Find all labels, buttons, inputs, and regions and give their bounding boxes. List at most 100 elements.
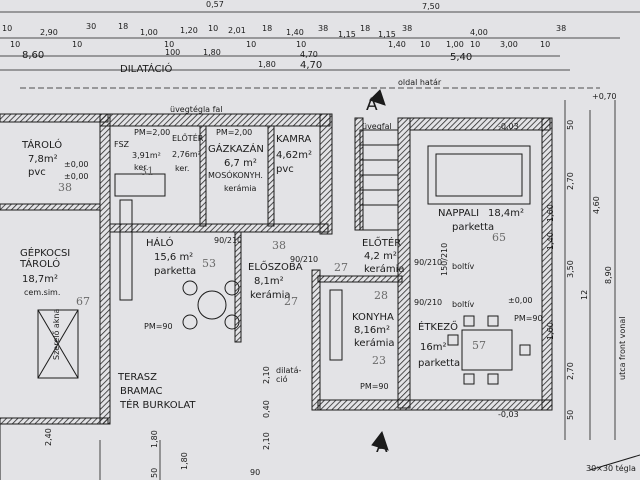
- dim-r2-1: 30: [86, 22, 97, 31]
- room-gazkazan-dim: PM=2,00: [216, 128, 253, 137]
- dim-r3-12: 10: [470, 40, 481, 49]
- level-mark-2: -0,03: [498, 410, 519, 419]
- dim-r2-0: 10: [2, 24, 13, 33]
- room-eloter-r-area: 4,2 m²: [364, 251, 397, 262]
- dim-r3-10: 10: [420, 40, 431, 49]
- door-tag-3: 150/210: [440, 242, 449, 276]
- level-mark-1: -0,03: [498, 122, 519, 131]
- room-kamra-floor: pvc: [276, 164, 294, 175]
- room-gazkazan-sub: MOSÓKONYH.: [208, 171, 263, 180]
- szerelo-akna-label: Szerelő akna: [52, 308, 61, 360]
- dim-r4-0: 8,60: [22, 50, 45, 61]
- tegla-label: 30×30 tégla: [586, 464, 636, 473]
- room-eloter-r-floor: kerámia: [364, 264, 405, 275]
- room-terasz-sub1: BRAMAC: [120, 386, 163, 397]
- dim-right-2: 4,60: [592, 196, 601, 214]
- dim-right-10: 12: [580, 289, 589, 300]
- room-eloszoba-area: 8,1m²: [254, 276, 284, 287]
- room-gazkazan-area: 6,7 m²: [224, 158, 257, 169]
- dim-r4-1: 100: [165, 48, 181, 57]
- dim-right-6: 50: [566, 409, 575, 420]
- room-etkezo-name: ÉTKEZŐ: [418, 322, 459, 333]
- pencil-mark-1: 38: [272, 239, 286, 252]
- dim-bottom-1: 1,80: [150, 430, 159, 448]
- room-nappali-area: 18,4m²: [488, 208, 525, 219]
- room-fsz-area: 3,91m²: [132, 151, 161, 160]
- room-terasz-sub2: TÉR BURKOLAT: [120, 400, 196, 411]
- dim-right-3: 3,50: [566, 260, 575, 278]
- dim-r4-3: 4,70: [300, 60, 323, 71]
- level-mark-5: +0,70: [592, 92, 617, 101]
- dilatacio-label: DILATÁCIÓ: [120, 64, 173, 75]
- dim-top-750: 7,50: [422, 2, 440, 11]
- dim-bottom-0: 2,40: [44, 428, 53, 446]
- room-eloter-l-area: 2,76m²: [172, 150, 201, 159]
- pencil-mark-0: 38: [58, 181, 72, 194]
- room-kamra-area: 4,62m²: [276, 150, 313, 161]
- uvegtegla-label: üvegtégla fal: [170, 105, 223, 114]
- room-fsz-dim: PM=2,00: [134, 128, 171, 137]
- dim-r2-5: 2,01: [228, 26, 246, 35]
- room-eloter-l-floor: ker.: [175, 164, 190, 173]
- dim-r3-2: 10: [72, 40, 83, 49]
- room-tarolo-area: 7,8m²: [28, 154, 58, 165]
- dim-r2-11: 1,15: [378, 30, 396, 39]
- level-mark-3: ±0,00: [508, 296, 533, 305]
- furniture: [0, 89, 640, 480]
- room-eloter-l-name: ELŐTÉR: [172, 134, 204, 143]
- pencil-mark-7: 57: [472, 339, 486, 352]
- dim-right-9: 1,60: [546, 322, 555, 340]
- dim-r2-14: 38: [556, 24, 567, 33]
- room-tarolo-floor: pvc: [28, 167, 46, 178]
- dim-right-5: 2,70: [566, 362, 575, 380]
- pencil-mark-6: 67: [76, 295, 90, 308]
- dim-bottom-3: 2,10: [262, 366, 271, 384]
- door-tag-4: 90/210: [414, 298, 443, 307]
- door-tag-2: 90/210: [414, 258, 443, 267]
- pencil-mark-8: 28: [374, 289, 388, 302]
- room-gazkazan-name: GÁZKAZÁN: [208, 144, 264, 155]
- door-tag-1: 90/210: [290, 255, 319, 264]
- room-etkezo-floor: parketta: [418, 358, 461, 369]
- pencil-mark-5: 27: [284, 295, 298, 308]
- dim-bottom-5: 2,10: [262, 432, 271, 450]
- boltiv-label-2: boltív: [452, 300, 475, 309]
- room-halo-area: 15,6 m²: [154, 252, 194, 263]
- dim-top-057: 0,57: [206, 0, 224, 9]
- room-gazkazan-floor: kerámia: [224, 184, 257, 193]
- room-konyha-floor: kerámia: [354, 338, 395, 349]
- dim-r2-13: 4,00: [470, 28, 488, 37]
- dim-r2-2: 18: [118, 22, 129, 31]
- dimension-lines: [0, 11, 640, 480]
- room-halo-name: HÁLÓ: [146, 238, 174, 249]
- dim-r3-6: 10: [246, 40, 257, 49]
- room-fsz-name: FSZ: [114, 140, 130, 149]
- room-tarolo-level: ±0,00: [64, 160, 89, 169]
- pencil-mark-2: 31: [140, 165, 154, 178]
- room-konyha-name: KONYHA: [352, 312, 394, 323]
- room-etkezo-pm: PM=90: [514, 314, 543, 323]
- dim-r3-3: 1,00: [140, 28, 158, 37]
- pencil-mark-4: 53: [202, 257, 216, 270]
- room-eloszoba-name: ELŐSZOBA: [248, 262, 303, 273]
- walls: [0, 113, 553, 425]
- oldal-hatar-label: oldal határ: [398, 78, 442, 87]
- room-eloszoba-floor: kerámia: [250, 290, 291, 301]
- dim-right-1: 2,70: [566, 172, 575, 190]
- room-tarolo-name: TÁROLÓ: [22, 140, 63, 151]
- dim-bottom-4: 0,40: [262, 400, 271, 418]
- pencil-mark-10: 23: [372, 354, 386, 367]
- room-geptarolo-area: 18,7m²: [22, 274, 59, 285]
- room-nappali-floor: parketta: [452, 222, 495, 233]
- dim-r2-8: 38: [318, 24, 329, 33]
- dim-r3-11: 1,00: [446, 40, 464, 49]
- room-kamra-name: KAMRA: [276, 134, 312, 145]
- room-halo-pm: PM=90: [144, 322, 173, 331]
- door-tag-0: 90/210: [214, 236, 243, 245]
- dim-r4-2: 1,80: [258, 60, 276, 69]
- dim-right-0: 50: [566, 119, 575, 130]
- dilatacio-label-2: dilatá-ció: [276, 366, 302, 384]
- room-terasz-name: TERASZ: [118, 372, 158, 383]
